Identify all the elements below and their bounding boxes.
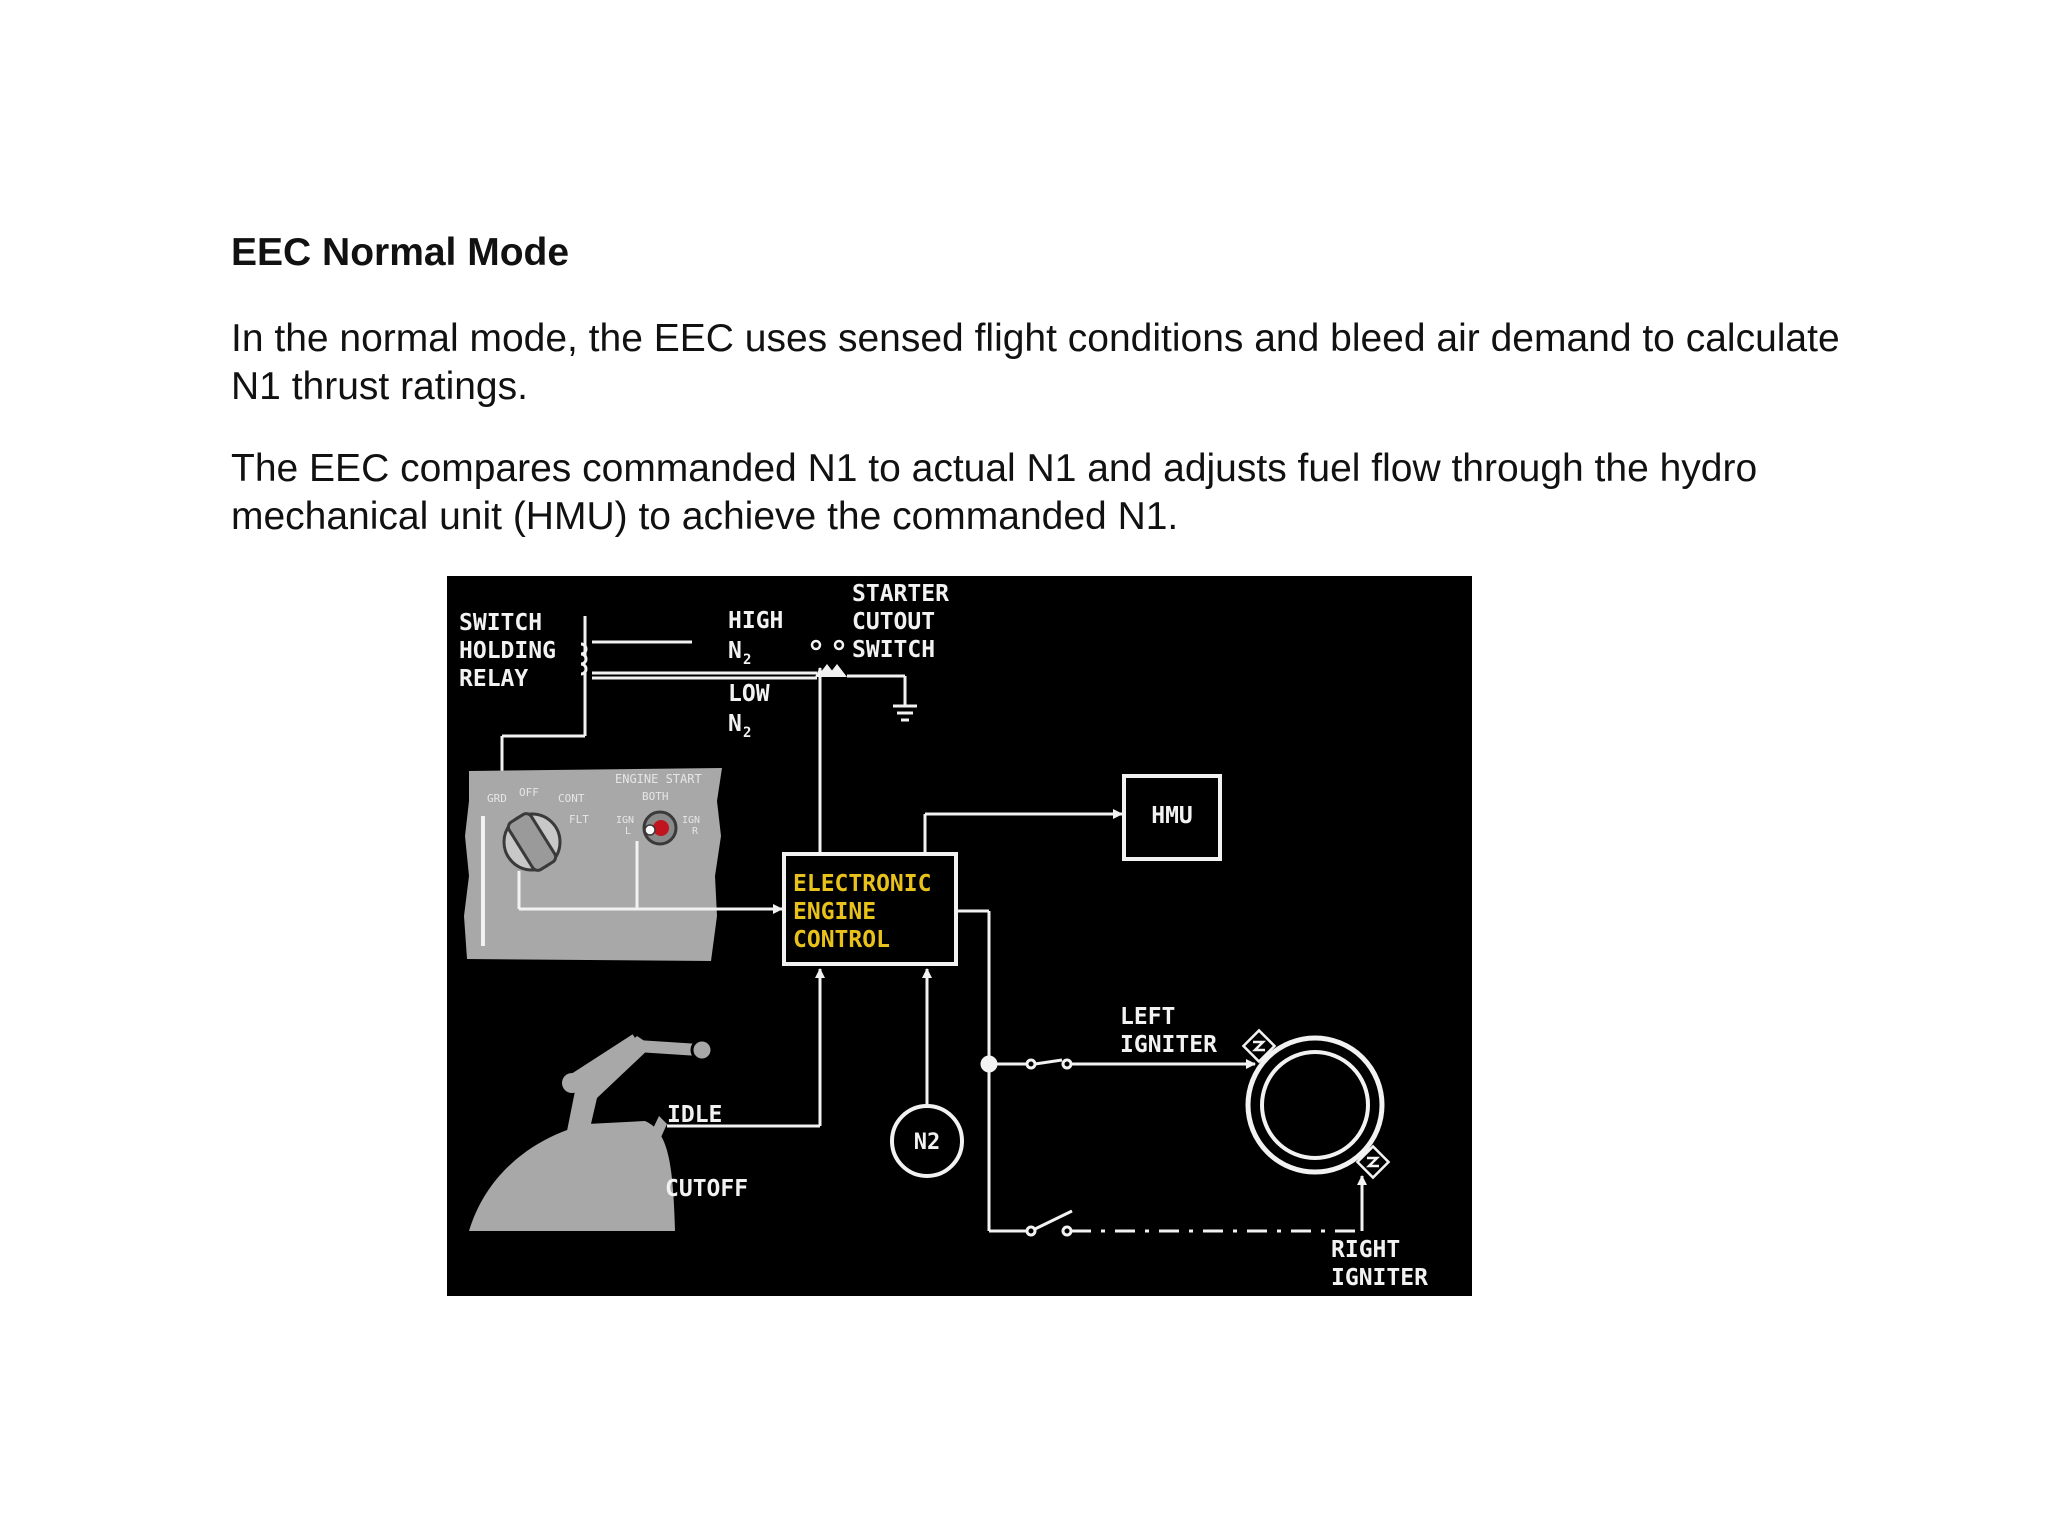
left-switch-contact-icon bbox=[1025, 1058, 1037, 1070]
right-switch-contact-icon bbox=[1025, 1225, 1037, 1237]
n2-speed-labels: HIGH N 2 LOW N 2 bbox=[728, 608, 783, 741]
low-n2-label: LOW bbox=[728, 681, 770, 707]
right-igniter-spark-icon bbox=[1355, 1144, 1391, 1180]
engine-inner-ring-icon bbox=[1260, 1050, 1370, 1160]
relay-label-line-3: RELAY bbox=[459, 666, 528, 692]
page-title: EEC Normal Mode bbox=[231, 231, 570, 274]
position-grd: GRD bbox=[487, 792, 507, 805]
eec-normal-mode-diagram: SWITCH HOLDING RELAY HIGH N 2 LOW N 2 ST… bbox=[447, 576, 1472, 1296]
starter-cutout-switch: STARTER CUTOUT SWITCH bbox=[810, 581, 949, 722]
position-cont: CONT bbox=[558, 792, 585, 805]
relay-label-line-1: SWITCH bbox=[459, 610, 542, 636]
high-n2-symbol: N bbox=[728, 638, 742, 664]
position-ign-l: IGN bbox=[616, 815, 634, 826]
left-igniter: LEFT IGNITER bbox=[1120, 1004, 1277, 1064]
electronic-engine-control: ELECTRONIC ENGINE CONTROL bbox=[782, 852, 958, 966]
n2-sensor-label: N2 bbox=[914, 1130, 941, 1155]
hmu-block: HMU bbox=[923, 774, 1222, 861]
relay-label-line-2: HOLDING bbox=[459, 638, 556, 664]
thrust-lever-arm-icon bbox=[565, 1036, 652, 1141]
n2-sensor: N2 bbox=[890, 968, 964, 1178]
idle-label: IDLE bbox=[667, 1102, 722, 1128]
position-flt: FLT bbox=[569, 813, 589, 826]
position-off: OFF bbox=[519, 786, 539, 799]
switch-actuator-right-icon bbox=[827, 664, 847, 677]
thrust-lever: IDLE CUTOFF bbox=[469, 968, 825, 1231]
cutoff-label: CUTOFF bbox=[665, 1176, 748, 1202]
starter-cutout-line-1: STARTER bbox=[852, 581, 949, 607]
engine-combustor bbox=[1245, 1035, 1385, 1175]
switch-holding-relay-label: SWITCH HOLDING RELAY bbox=[459, 610, 556, 692]
left-igniter-spark-icon bbox=[1241, 1028, 1277, 1064]
left-igniter-line-1: LEFT bbox=[1120, 1004, 1175, 1030]
diagram-canvas: SWITCH HOLDING RELAY HIGH N 2 LOW N 2 ST… bbox=[459, 581, 1428, 1291]
engine-start-title: ENGINE START bbox=[615, 772, 702, 786]
position-ign-r: IGN bbox=[682, 815, 700, 826]
ground-icon bbox=[893, 704, 917, 722]
engine-start-panel: ENGINE START GRD OFF CONT FLT BOTH IGN L… bbox=[464, 768, 783, 961]
ignition-selector-red-dot-icon bbox=[653, 820, 669, 836]
knob-pointer-icon bbox=[506, 812, 558, 872]
eec-label-line-1: ELECTRONIC bbox=[793, 871, 931, 897]
low-n2-subscript: 2 bbox=[743, 725, 751, 741]
relay-wiring bbox=[500, 616, 817, 781]
eec-label-line-3: CONTROL bbox=[793, 927, 890, 953]
paragraph-normal-mode: In the normal mode, the EEC uses sensed … bbox=[231, 317, 1840, 408]
right-igniter: RIGHT IGNITER bbox=[1331, 1144, 1428, 1291]
position-both: BOTH bbox=[642, 790, 669, 803]
high-n2-subscript: 2 bbox=[743, 652, 751, 668]
position-l: L bbox=[625, 826, 631, 837]
switch-contact-left-icon bbox=[810, 639, 822, 651]
igniter-wiring bbox=[956, 909, 1367, 1237]
switch-contact-right-icon bbox=[833, 639, 845, 651]
eec-label-line-2: ENGINE bbox=[793, 899, 876, 925]
engine-outer-ring-icon bbox=[1245, 1035, 1385, 1175]
low-n2-symbol: N bbox=[728, 711, 742, 737]
relay-coil-icon bbox=[580, 642, 588, 676]
position-r: R bbox=[692, 826, 699, 837]
starter-cutout-line-3: SWITCH bbox=[852, 637, 935, 663]
hmu-label: HMU bbox=[1151, 803, 1193, 829]
lever-pivot-icon bbox=[690, 1038, 714, 1062]
paragraph-eec-compare: The EEC compares commanded N1 to actual … bbox=[231, 447, 1758, 538]
left-igniter-line-2: IGNITER bbox=[1120, 1032, 1217, 1058]
engine-start-selector-knob bbox=[502, 812, 562, 872]
right-igniter-line-1: RIGHT bbox=[1331, 1237, 1400, 1263]
right-igniter-line-2: IGNITER bbox=[1331, 1265, 1428, 1291]
starter-cutout-line-2: CUTOUT bbox=[852, 609, 935, 635]
ignition-selector bbox=[642, 810, 678, 846]
high-n2-label: HIGH bbox=[728, 608, 783, 634]
